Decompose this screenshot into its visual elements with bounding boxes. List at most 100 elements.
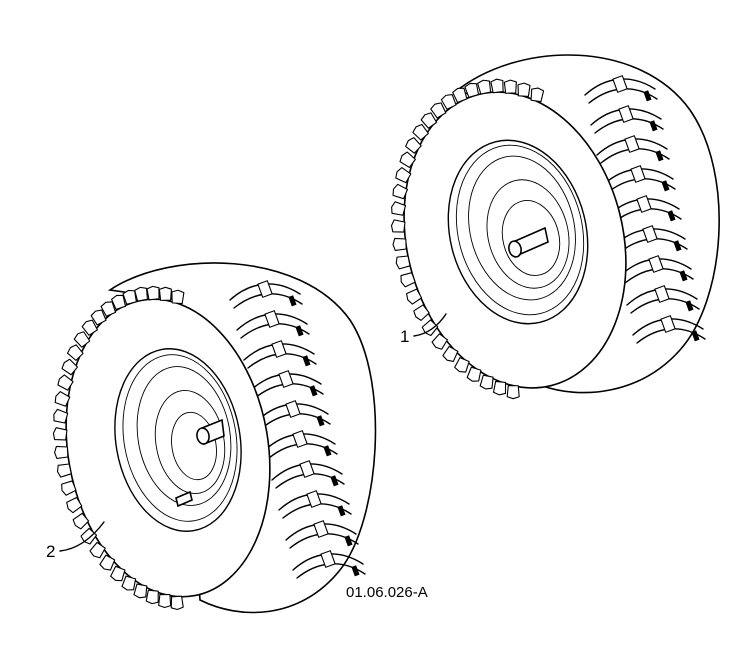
wheel-2-edge-lug [158, 286, 172, 301]
wheel-2-tread-block [257, 280, 273, 298]
wheel-1-axle [508, 226, 549, 258]
wheel-2-tread-shadow [323, 445, 332, 457]
wheel-1-tread-block [636, 195, 652, 213]
wheel-2-edge-lug [122, 289, 137, 305]
wheel-2-axle [196, 418, 225, 446]
wheel-2 [52, 262, 377, 614]
wheel-1-edge-lugs [390, 78, 545, 400]
wheel-1-edge-lug [530, 87, 545, 103]
wheel-1-tread-block [654, 285, 670, 303]
wheel-1-edge-lug [452, 87, 468, 103]
wheel-2-edge-lug [57, 374, 74, 391]
wheel-1-edge-lug [464, 82, 480, 98]
wheel-2-valve-stem [175, 490, 193, 508]
wheel-2-edge-lug [171, 289, 185, 305]
wheel-2-edge-lug [170, 595, 184, 611]
wheel-2-tread-shadow [337, 505, 346, 517]
wheel-1-edge-lug [406, 288, 423, 305]
wheel-2-edge-lug [158, 593, 172, 609]
wheel-2-edge-lug [111, 294, 127, 310]
wheel-2-tread-block [285, 400, 301, 418]
wheel-2-tread-shadow [316, 415, 325, 427]
wheel-1-edge-lug [440, 94, 457, 110]
wheel-1-edge-lug [506, 385, 520, 400]
wheel-1-edge-lug [390, 219, 406, 233]
wheel-2-edge-lug [121, 575, 137, 591]
wheel-2-edge-lug [89, 541, 106, 559]
wheel-2-tread-block [264, 310, 280, 328]
wheel-1-edge-lug [400, 272, 416, 288]
wheel-2-edge-lug [54, 391, 71, 407]
wheel-1-edge-lug [442, 345, 459, 362]
wheel-1-rim [447, 139, 589, 325]
wheel-1-edge-lug [412, 123, 429, 141]
wheel-1-tread-shadow [643, 90, 652, 102]
wheel-2-edge-lug [99, 554, 116, 571]
wheel-2-edge-lug [52, 427, 68, 441]
wheel-1-tread-block [660, 315, 676, 333]
wheel-1-edge-lug [479, 374, 494, 390]
wheel-1-tread-shadow [679, 270, 688, 282]
wheel-2-edge-lug [66, 496, 83, 514]
wheel-2-tread-block [320, 550, 336, 568]
wheel-1-tread-shadow [661, 180, 670, 192]
wheel-1-edge-lug [477, 79, 492, 95]
wheel-2-edge-lug [134, 286, 148, 302]
wheel-2-edge-lug [110, 565, 126, 582]
wheel-1-tread-shadow [667, 210, 676, 222]
wheel-1-edge-lug [392, 183, 408, 200]
wheel-2-edge-lug [66, 344, 84, 361]
wheel-2-tread-shadow [302, 355, 311, 367]
wheel-2-edge-lug [133, 583, 148, 599]
wheel-2-edge-lug [61, 358, 79, 376]
wheel-1-tread-shadow [649, 120, 658, 132]
wheel-1 [390, 54, 720, 400]
wheel-2-edge-lug [53, 408, 69, 424]
wheel-2-tread-shadow [344, 535, 353, 547]
wheel-1-edge-lug [399, 151, 416, 168]
wheel-1-tread-block [624, 135, 640, 153]
wheel-2-tread-shadow [295, 325, 304, 337]
wheel-2-tread-block [271, 340, 287, 358]
wheel-1-tread-block [642, 225, 658, 243]
wheel-1-edge-lug [405, 137, 422, 154]
wheel-2-edge-lug [56, 463, 72, 478]
wheel-1-edge-lug [395, 167, 412, 184]
wheel-1-tread-shadow [685, 300, 694, 312]
wheel-2-tread-block [299, 460, 315, 478]
wheel-1-tread-block [630, 165, 646, 183]
wheel-2-tread-shadow [351, 565, 360, 577]
wheel-2-tread-shadow [330, 475, 339, 487]
wheel-2-edge-lug [81, 319, 98, 336]
wheel-2-tread-block [306, 490, 322, 508]
wheel-2-edge-lug [72, 512, 90, 530]
wheel-1-edge-lug [420, 112, 438, 129]
wheel-1-edge-lug [431, 333, 448, 350]
wheel-1-edge-lug [454, 357, 470, 373]
wheel-1-edge-lug [517, 82, 531, 97]
wheel-1-edge-lug [395, 255, 411, 270]
wheel-1-tread-block [618, 105, 634, 123]
wheel-2-tread-shadow [309, 385, 318, 397]
wheel-1-edge-lug [466, 366, 482, 382]
callout-1-label: 1 [400, 327, 409, 346]
wheel-2-edge-lug [146, 285, 160, 301]
wheel-1-tread-block [612, 75, 628, 93]
wheel-2-tread-block [313, 520, 329, 538]
wheel-1-edge-lug [430, 102, 447, 119]
wheel-1-tread-shadow [673, 240, 682, 252]
wheel-2-rim [114, 348, 242, 532]
wheel-2-tread-shadow [288, 295, 297, 307]
wheel-1-edge-lug [413, 304, 430, 321]
callout-2: 2 [46, 521, 105, 561]
callout-2-label: 2 [46, 542, 55, 561]
wheel-1-edge-lug [392, 237, 407, 251]
wheel-2-edge-lug [80, 527, 98, 545]
wheel-2-edge-lug [61, 480, 77, 496]
figure-code: 01.06.026-A [346, 584, 428, 601]
wheel-1-tread-block [648, 255, 664, 273]
wheel-1-edge-lug [490, 78, 504, 94]
wheel-1-edge-lug [391, 201, 407, 216]
wheel-2-tread-block [292, 430, 308, 448]
